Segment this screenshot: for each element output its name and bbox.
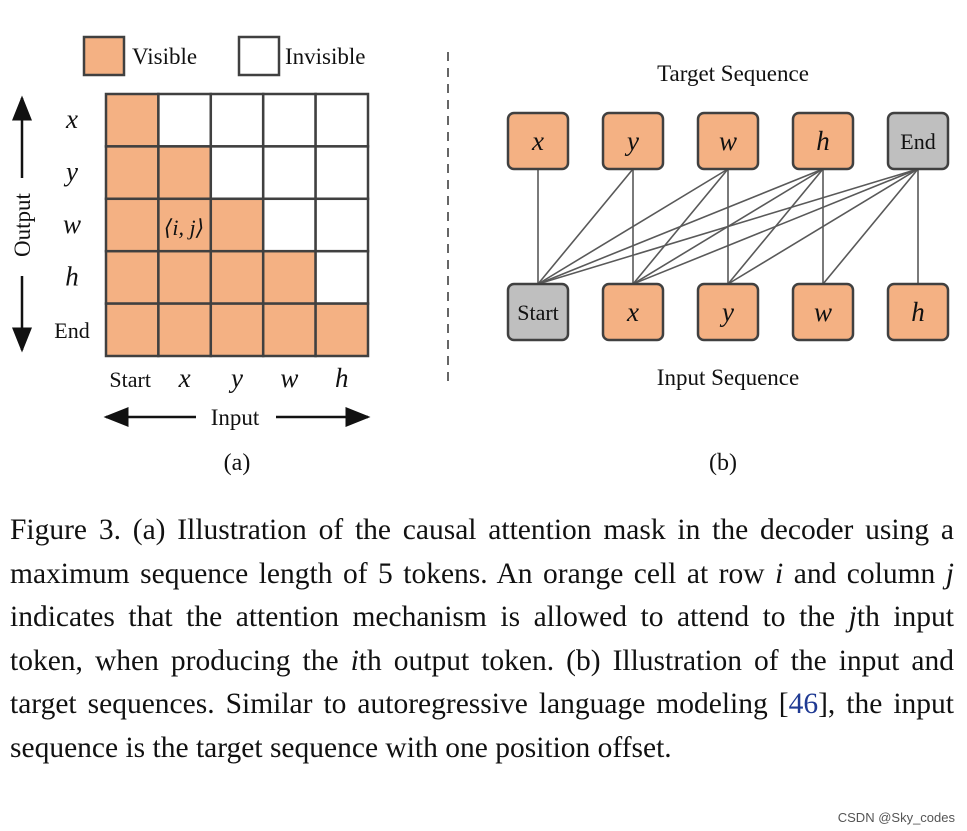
- target-token-label: End: [900, 129, 935, 154]
- legend-visible-swatch: [82, 35, 126, 77]
- mask-cell: [261, 145, 317, 201]
- mask-cell: [314, 92, 370, 148]
- input-sequence-title: Input Sequence: [657, 365, 799, 390]
- input-token-box: [506, 282, 570, 342]
- mask-cell: [314, 197, 370, 253]
- citation-link[interactable]: 46: [788, 688, 819, 721]
- input-token-label: x: [626, 297, 639, 327]
- input-token-label: h: [911, 297, 925, 327]
- mask-cell: [157, 249, 213, 305]
- target-token-label: y: [624, 126, 639, 156]
- input-axis: Input: [103, 405, 371, 430]
- mask-row-label: w: [63, 209, 81, 239]
- input-token-box: [696, 282, 760, 342]
- mask-column-labels: Start x y w h: [109, 363, 348, 393]
- mask-cell: [157, 302, 213, 358]
- subfigure-label-b: (b): [709, 450, 737, 476]
- mask-cell: [314, 302, 370, 358]
- connection-line: [632, 168, 919, 285]
- legend: Visible Invisible: [82, 35, 366, 77]
- mask-cell: [104, 92, 160, 148]
- mask-cell: [209, 145, 265, 201]
- target-token-label: w: [719, 126, 737, 156]
- target-token-box: [886, 111, 950, 171]
- mask-cell: [209, 249, 265, 305]
- mask-cell: [261, 249, 317, 305]
- mask-cell: [209, 92, 265, 148]
- input-tokens: Start x y w h: [506, 282, 950, 342]
- mask-cell: [157, 145, 213, 201]
- mask-cell-annotation: ⟨i, j⟩: [164, 215, 204, 240]
- legend-visible-label: Visible: [132, 44, 197, 69]
- target-token-box: [601, 111, 665, 171]
- mask-column-label: h: [335, 363, 349, 393]
- connection-line: [537, 168, 919, 285]
- legend-invisible-label: Invisible: [285, 44, 366, 69]
- mask-cell: [209, 302, 265, 358]
- connection-line: [537, 168, 729, 285]
- attention-mask-grid: [104, 92, 370, 358]
- mask-row-label: x: [65, 104, 78, 134]
- watermark: CSDN @Sky_codes: [837, 810, 955, 825]
- mask-cell: [261, 197, 317, 253]
- input-token-label: y: [719, 297, 734, 327]
- figure-caption: Figure 3. (a) Illustration of the causal…: [10, 514, 954, 764]
- target-token-label: h: [816, 126, 830, 156]
- mask-column-label: Start: [109, 367, 151, 392]
- connection-line: [537, 168, 824, 285]
- connection-line: [537, 168, 634, 285]
- mask-cell: [261, 302, 317, 358]
- mask-cell: [261, 92, 317, 148]
- input-axis-label: Input: [211, 405, 260, 430]
- mask-cell: [209, 197, 265, 253]
- target-token-label: x: [531, 126, 544, 156]
- input-token-box: [601, 282, 665, 342]
- connection-line: [727, 168, 919, 285]
- mask-row-label: h: [65, 261, 79, 291]
- connection-line: [822, 168, 919, 285]
- mask-cell: [314, 249, 370, 305]
- target-token-box: [696, 111, 760, 171]
- input-token-box: [886, 282, 950, 342]
- mask-column-label: w: [280, 363, 298, 393]
- target-sequence-title: Target Sequence: [657, 61, 809, 86]
- mask-cell: [104, 145, 160, 201]
- mask-column-label: x: [178, 363, 191, 393]
- mask-cell: [104, 302, 160, 358]
- mask-row-label: y: [63, 157, 78, 187]
- legend-invisible-swatch: [237, 35, 281, 77]
- input-token-label: Start: [517, 300, 559, 325]
- target-token-box: [506, 111, 570, 171]
- output-axis-label: Output: [10, 192, 35, 257]
- mask-row-label: End: [54, 318, 89, 343]
- input-token-box: [791, 282, 855, 342]
- subfigure-label-a: (a): [224, 450, 251, 476]
- mask-cell: [157, 92, 213, 148]
- target-tokens: x y w h End: [506, 111, 950, 171]
- mask-column-label: y: [228, 363, 243, 393]
- mask-cell: [104, 197, 160, 253]
- target-token-box: [791, 111, 855, 171]
- input-token-label: w: [814, 297, 832, 327]
- attention-connections: [537, 168, 919, 285]
- output-axis: Output: [10, 95, 35, 353]
- mask-cell: [314, 145, 370, 201]
- mask-cell: [104, 249, 160, 305]
